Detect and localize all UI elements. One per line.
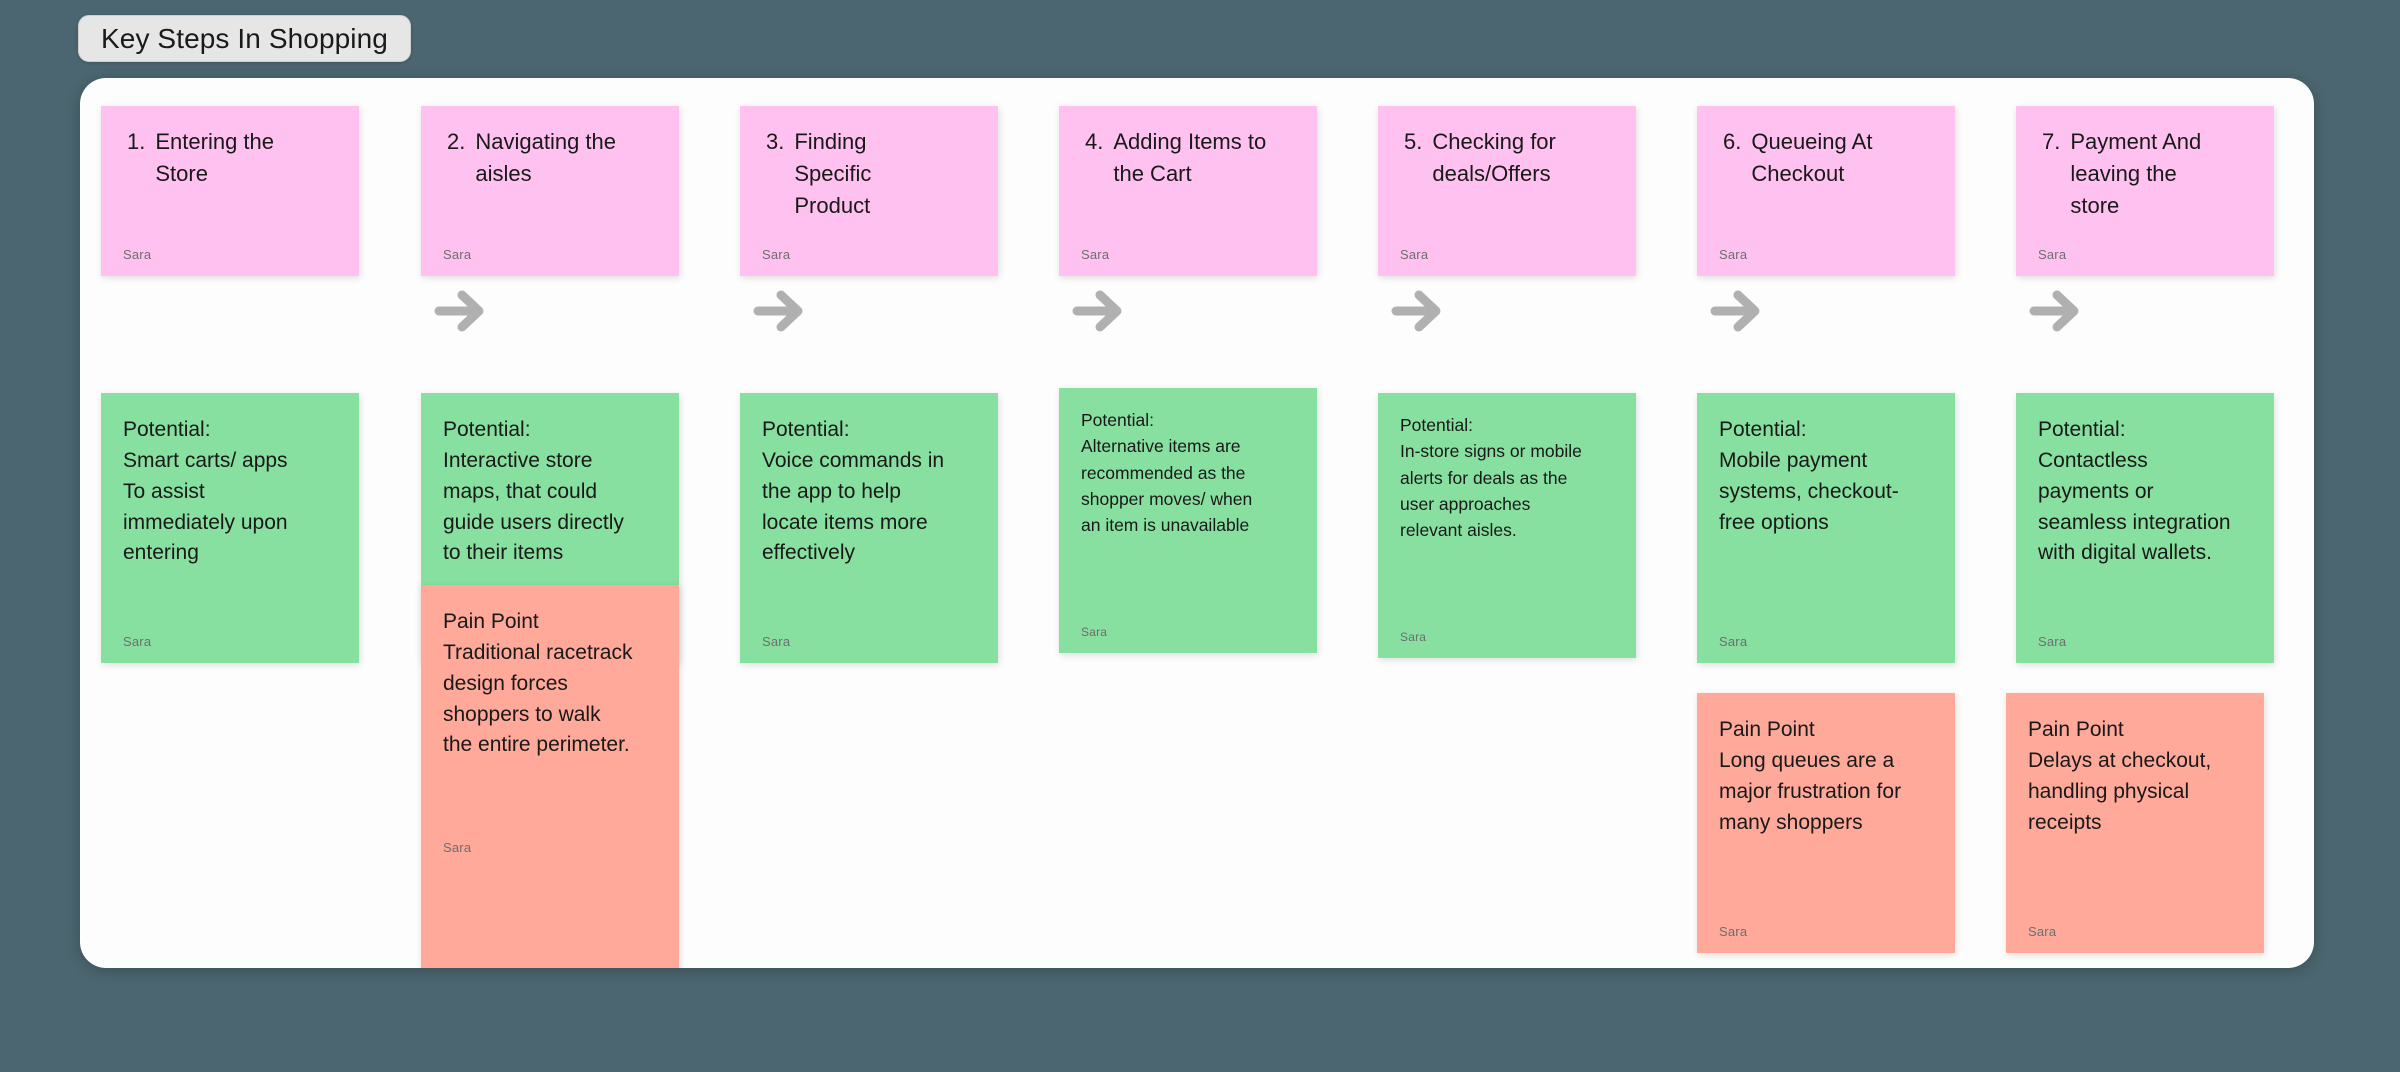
pain-point-card-6[interactable]: Pain Point Long queues are a major frust… — [1697, 693, 1955, 953]
arrow-right-icon-2 — [749, 280, 811, 342]
potential-card-content: Potential: Voice commands in the app to … — [762, 418, 945, 565]
card-author: Sara — [1719, 924, 1748, 939]
step-card-7[interactable]: 7. Payment And leaving the store Sara — [2016, 106, 2274, 276]
page-title: Key Steps In Shopping — [101, 22, 388, 54]
step-card-content: 6. Queueing At Checkout — [1697, 106, 1955, 190]
step-number: 7. — [2042, 129, 2061, 154]
card-author: Sara — [2028, 924, 2057, 939]
step-card-content: 1. Entering the Store — [101, 106, 359, 190]
step-label: Entering the Store — [155, 129, 274, 186]
board-title-chip[interactable]: Key Steps In Shopping — [78, 15, 411, 62]
board-canvas[interactable]: 1. Entering the Store Sara Potential: Sm… — [80, 78, 2314, 968]
potential-card-content: Potential: Contactless payments or seaml… — [2038, 418, 2231, 565]
potential-card-content: Potential: In-store signs or mobile aler… — [1400, 415, 1582, 540]
step-label: Navigating the aisles — [475, 129, 617, 186]
step-card-4[interactable]: 4. Adding Items to the Cart Sara — [1059, 106, 1317, 276]
potential-card-4[interactable]: Potential: Alternative items are recomme… — [1059, 388, 1317, 653]
arrow-right-icon-6 — [2025, 280, 2087, 342]
step-card-2[interactable]: 2. Navigating the aisles Sara — [421, 106, 679, 276]
card-author: Sara — [2038, 247, 2067, 262]
potential-card-3[interactable]: Potential: Voice commands in the app to … — [740, 393, 998, 663]
step-label: Checking for deals/Offers — [1432, 129, 1556, 186]
potential-card-6[interactable]: Potential: Mobile payment systems, check… — [1697, 393, 1955, 663]
board-panel: 1. Entering the Store Sara Potential: Sm… — [80, 78, 2314, 968]
step-number: 1. — [127, 129, 146, 154]
step-label: Adding Items to the Cart — [1113, 129, 1267, 186]
arrow-right-icon-4 — [1387, 280, 1449, 342]
potential-card-content: Potential: Smart carts/ apps To assist i… — [123, 418, 288, 565]
step-label: Payment And leaving the store — [2070, 129, 2202, 218]
pain-point-card-7[interactable]: Pain Point Delays at checkout, handling … — [2006, 693, 2264, 953]
card-author: Sara — [443, 840, 472, 855]
step-card-1[interactable]: 1. Entering the Store Sara — [101, 106, 359, 276]
card-author: Sara — [2038, 634, 2067, 649]
card-author: Sara — [762, 247, 791, 262]
pain-point-card-content: Pain Point Traditional racetrack design … — [443, 610, 633, 757]
card-author: Sara — [1081, 625, 1108, 639]
step-number: 2. — [447, 129, 466, 154]
pain-point-card-content: Pain Point Long queues are a major frust… — [1719, 718, 1902, 834]
step-card-3[interactable]: 3. Finding Specific Product Sara — [740, 106, 998, 276]
card-author: Sara — [1719, 634, 1748, 649]
step-card-content: 4. Adding Items to the Cart — [1059, 106, 1317, 190]
step-number: 5. — [1404, 129, 1423, 154]
card-author: Sara — [1081, 247, 1110, 262]
step-number: 6. — [1723, 129, 1742, 154]
potential-card-5[interactable]: Potential: In-store signs or mobile aler… — [1378, 393, 1636, 658]
arrow-right-icon-5 — [1706, 280, 1768, 342]
card-author: Sara — [762, 634, 791, 649]
potential-card-content: Potential: Alternative items are recomme… — [1081, 410, 1253, 535]
pain-point-card-2[interactable]: Pain Point Traditional racetrack design … — [421, 585, 679, 968]
step-card-5[interactable]: 5. Checking for deals/Offers Sara — [1378, 106, 1636, 276]
step-card-content: 5. Checking for deals/Offers — [1378, 106, 1636, 190]
step-card-content: 2. Navigating the aisles — [421, 106, 679, 190]
potential-card-content: Potential: Mobile payment systems, check… — [1719, 418, 1899, 534]
arrow-right-icon-1 — [430, 280, 492, 342]
pain-point-card-content: Pain Point Delays at checkout, handling … — [2028, 718, 2212, 834]
card-author: Sara — [123, 247, 152, 262]
card-author: Sara — [1719, 247, 1748, 262]
step-number: 3. — [766, 129, 785, 154]
step-card-content: 3. Finding Specific Product — [740, 106, 998, 222]
arrow-right-icon-3 — [1068, 280, 1130, 342]
step-card-content: 7. Payment And leaving the store — [2016, 106, 2274, 222]
card-author: Sara — [1400, 247, 1429, 262]
step-label: Finding Specific Product — [794, 129, 872, 218]
card-author: Sara — [1400, 630, 1427, 644]
step-card-6[interactable]: 6. Queueing At Checkout Sara — [1697, 106, 1955, 276]
card-author: Sara — [443, 247, 472, 262]
step-number: 4. — [1085, 129, 1104, 154]
potential-card-content: Potential: Interactive store maps, that … — [443, 418, 624, 565]
potential-card-7[interactable]: Potential: Contactless payments or seaml… — [2016, 393, 2274, 663]
step-label: Queueing At Checkout — [1751, 129, 1873, 186]
potential-card-1[interactable]: Potential: Smart carts/ apps To assist i… — [101, 393, 359, 663]
card-author: Sara — [123, 634, 152, 649]
